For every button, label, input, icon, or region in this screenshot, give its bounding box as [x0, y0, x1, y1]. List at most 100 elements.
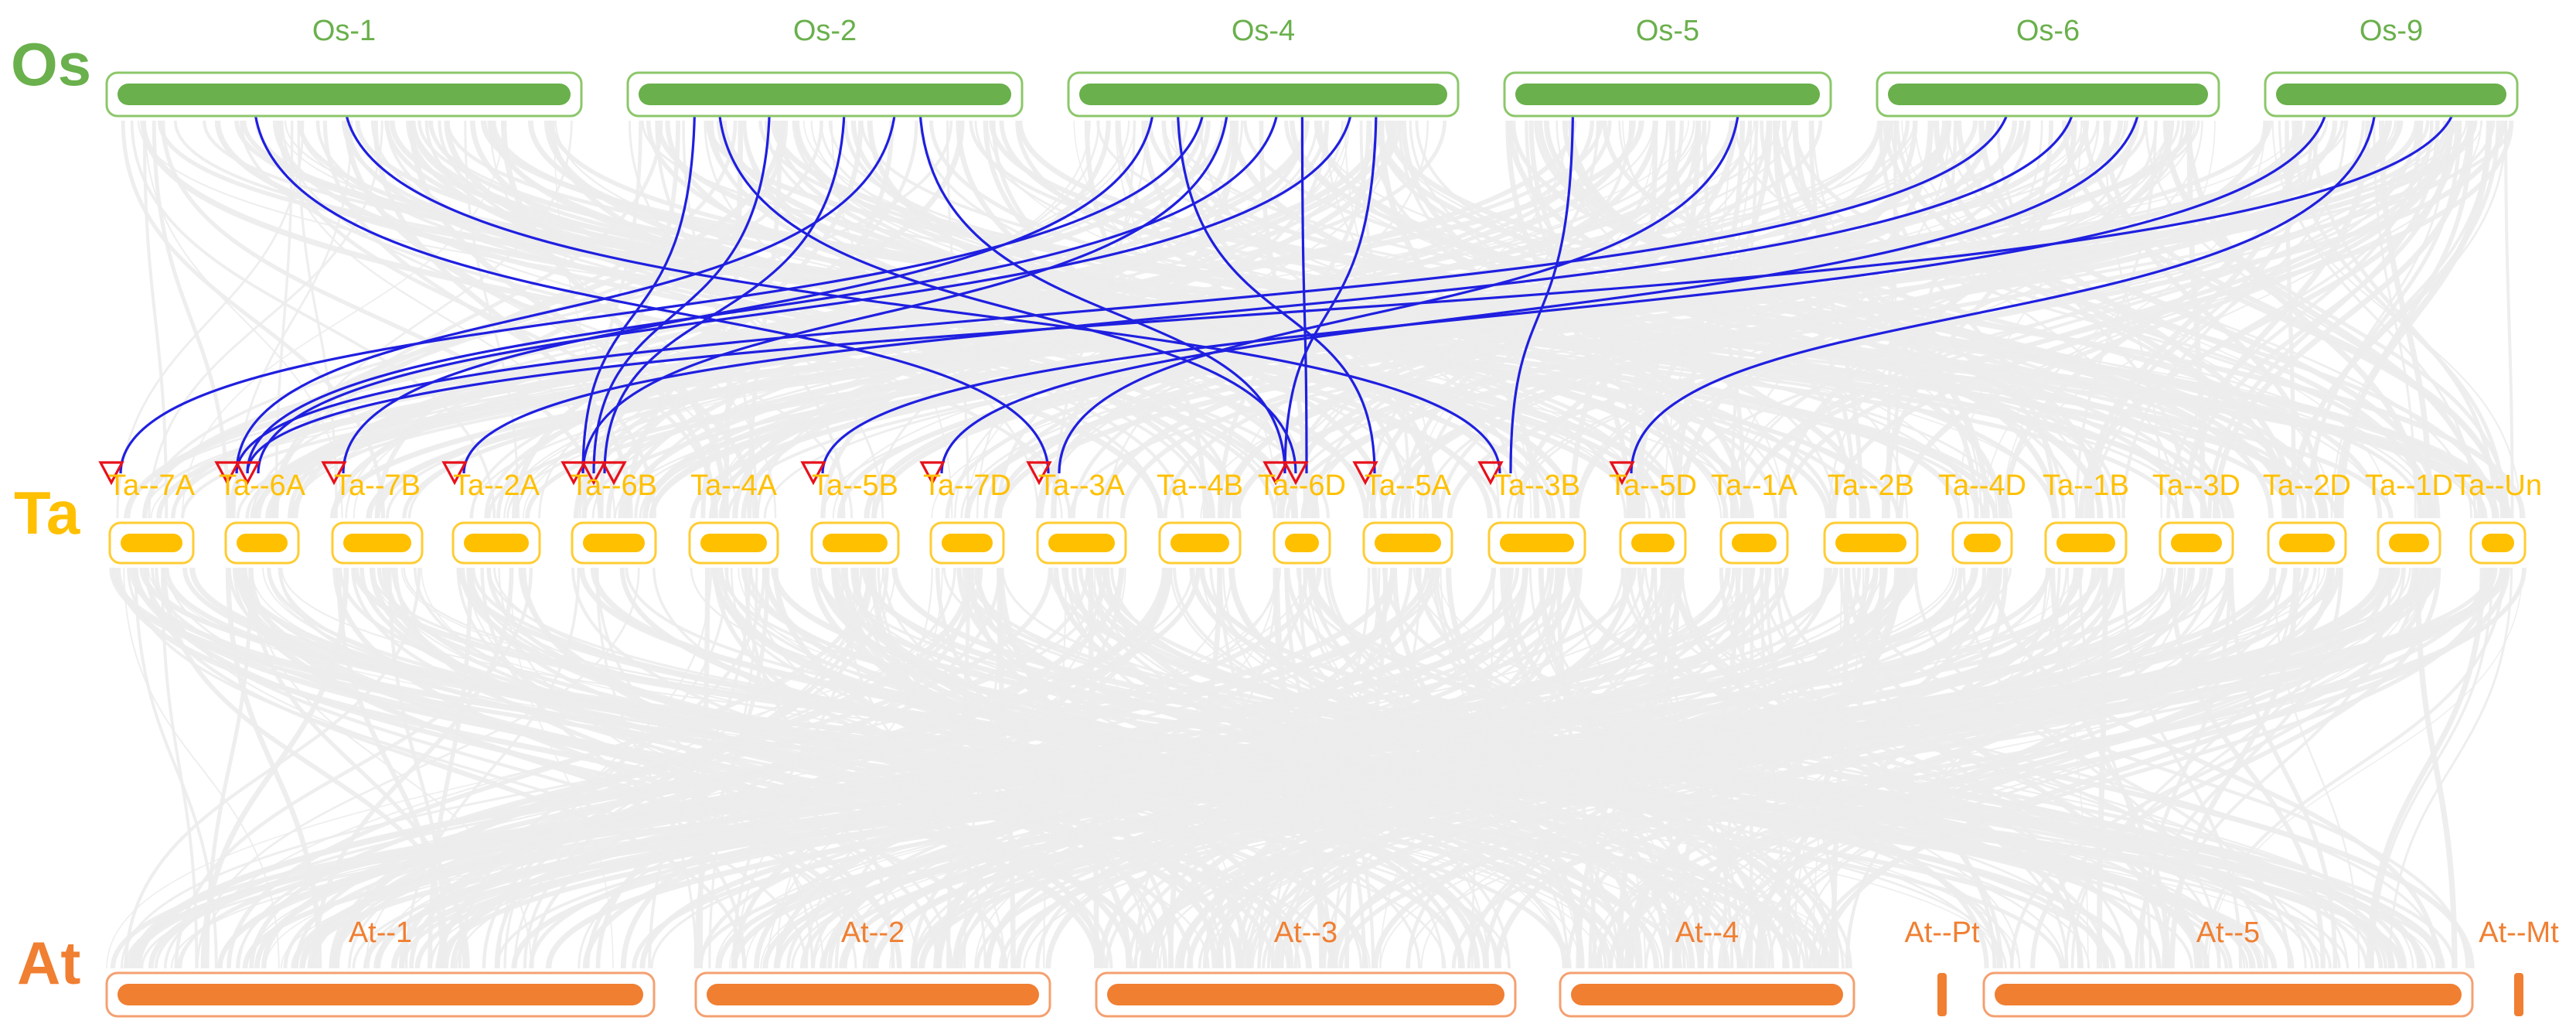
background-link [335, 567, 983, 969]
chromosome-ta-2a [464, 534, 529, 552]
background-link [1202, 567, 1583, 969]
chromosome-label: Ta--6B [571, 469, 657, 502]
chromosome-ta-5d [1631, 534, 1675, 552]
background-link [254, 120, 2273, 519]
highlight-link [342, 95, 1156, 474]
gene-marker-triangle [98, 461, 124, 486]
highlight-link [235, 95, 2012, 474]
chromosome-label: Ta--3D [2152, 469, 2240, 502]
chromosome-at-1 [118, 984, 643, 1005]
background-link [152, 120, 230, 519]
background-link [330, 567, 1433, 969]
chromosome-os-6 [1888, 84, 2208, 105]
background-link [106, 567, 978, 969]
background-link [507, 120, 1699, 519]
chromosome-ta-5b [823, 534, 888, 552]
chromosome-label: Ta--5B [812, 469, 898, 502]
track-label-os: Os [11, 30, 91, 98]
background-link [620, 567, 1582, 969]
highlight-link [119, 95, 1206, 474]
background-link [142, 120, 169, 519]
gene-marker-triangle [1352, 461, 1378, 486]
highlight-link [1630, 95, 2377, 474]
background-link [1792, 120, 2497, 519]
gene-marker-triangle [214, 461, 240, 486]
background-link [148, 567, 1838, 969]
background-link [1568, 120, 2058, 519]
background-link [2504, 120, 2514, 519]
chromosome-label: At--Pt [1904, 916, 1980, 949]
chromosome-ta-6a [237, 534, 288, 552]
chromosome-label: Ta--7D [923, 469, 1011, 502]
background-link [385, 120, 1162, 519]
background-link [771, 567, 2427, 969]
chromosome-ta-1d [2389, 534, 2429, 552]
background-link [697, 567, 710, 969]
background-link [484, 120, 1447, 519]
background-link [871, 120, 2140, 519]
background-link [254, 567, 1566, 969]
chromosome-ta-un [2482, 534, 2514, 552]
highlight-link [717, 95, 1297, 474]
chromosome-ta-3b [1500, 534, 1574, 552]
background-link [1290, 120, 2231, 519]
track-label-ta: Ta [14, 479, 80, 547]
background-link [466, 567, 918, 969]
chromosome-label: Os-5 [1636, 15, 1699, 47]
background-link [1147, 120, 2193, 519]
background-link [2064, 567, 2343, 969]
background-link [132, 567, 1312, 969]
background-link [336, 567, 445, 969]
background-link [2305, 120, 2462, 519]
background-link [730, 567, 1006, 969]
background-link [989, 120, 2499, 519]
gene-marker-triangle [800, 461, 826, 486]
background-link [581, 120, 918, 519]
chromosome-label: Os-1 [312, 15, 376, 47]
background-link [2388, 567, 2513, 969]
chromosome-at-4 [1571, 984, 1843, 1005]
background-link [234, 120, 2339, 519]
background-link [1569, 120, 1676, 519]
background-link [2285, 120, 2296, 519]
chromosome-os-9 [2276, 84, 2506, 105]
background-link [270, 120, 1385, 519]
chromosome-at-mt [2514, 973, 2523, 1016]
chromosome-ta-5a [1375, 534, 1441, 552]
background-link [2075, 120, 2157, 519]
background-link [281, 120, 854, 519]
background-link [964, 120, 2315, 519]
background-link [1962, 567, 2221, 969]
background-link [867, 120, 2084, 519]
chromosome-os-4 [1079, 84, 1447, 105]
background-link [1186, 567, 2193, 969]
background-link [1245, 567, 1628, 969]
chromosome-ta-7b [343, 534, 411, 552]
chromosome-label: Ta--4A [690, 469, 778, 502]
chromosome-ta-4a [700, 534, 767, 552]
chromosome-at-2 [707, 984, 1039, 1005]
background-link [148, 567, 2325, 969]
chromosome-label: At--Mt [2479, 916, 2559, 949]
chromosome-label: Ta--1D [2365, 469, 2453, 502]
background-link [529, 567, 1913, 969]
gene-marker-triangle [601, 461, 627, 486]
chromosome-at-5 [1995, 984, 2462, 1005]
highlight-link [235, 95, 898, 474]
chromosome-at-pt [1937, 973, 1947, 1016]
background-link [114, 567, 1155, 969]
highlight-links [119, 95, 2458, 474]
background-link [272, 120, 1298, 519]
background-link [715, 567, 1421, 969]
chromosome-label: Ta--5A [1365, 469, 1452, 502]
background-link [237, 567, 877, 969]
chromosome-ta-3a [1048, 534, 1115, 552]
background-link [1671, 120, 1753, 519]
background-link [234, 567, 1820, 969]
background-link [573, 120, 1882, 519]
background-link [623, 120, 2457, 519]
highlight-link [1283, 95, 1378, 474]
highlight-link [257, 95, 1354, 474]
background-link [1401, 120, 1746, 519]
gene-marker-triangle [321, 461, 347, 486]
